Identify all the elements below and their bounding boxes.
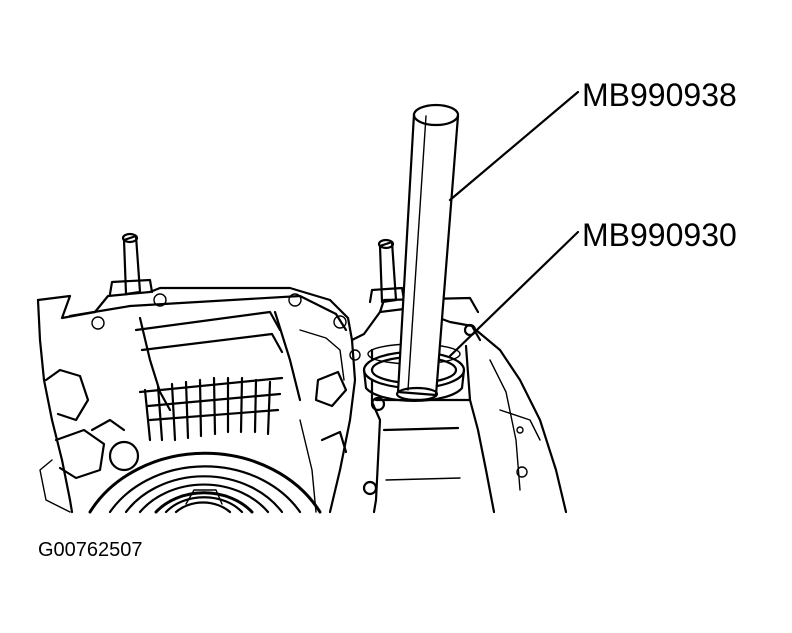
leader-line-installer bbox=[448, 230, 580, 358]
callout-driver-label: MB990938 bbox=[582, 77, 737, 113]
transaxle-case bbox=[36, 232, 406, 514]
callout-installer-label: MB990930 bbox=[582, 217, 737, 253]
bearing-housing bbox=[350, 296, 568, 514]
clutch-drum-rings bbox=[88, 451, 322, 514]
clutch-splines bbox=[138, 376, 284, 442]
leader-line-driver bbox=[448, 90, 580, 202]
figure-id: G00762507 bbox=[38, 539, 143, 561]
driver-tool bbox=[395, 103, 460, 402]
